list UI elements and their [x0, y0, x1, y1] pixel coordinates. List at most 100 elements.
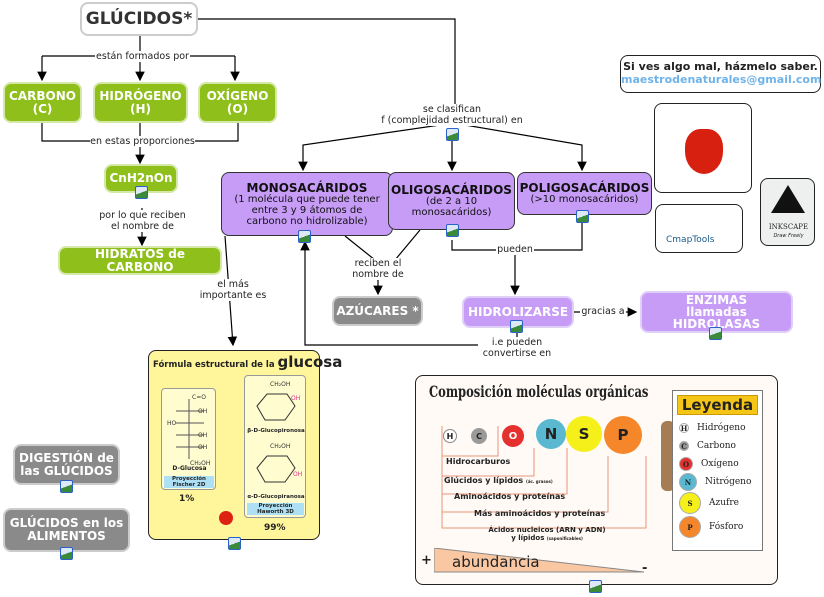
image-attachment-icon[interactable]	[446, 224, 459, 237]
maestro-logo[interactable]	[654, 103, 752, 193]
atom-o-icon: O	[502, 425, 524, 447]
legend-title: Leyenda	[677, 395, 758, 415]
svg-text:OH: OH	[198, 432, 207, 439]
image-attachment-icon[interactable]	[709, 327, 722, 340]
node-symbol: (H)	[129, 101, 151, 116]
image-attachment-icon[interactable]	[576, 210, 589, 223]
atom-p-icon: P	[679, 516, 701, 538]
legend-item: O Oxígeno	[673, 455, 762, 473]
group-aminoacidos: Aminoácidos y proteínas	[454, 492, 566, 501]
legend-label: Hidrógeno	[697, 423, 746, 433]
composition-panel[interactable]: Composición moléculas orgánicas H C O N …	[415, 375, 778, 585]
image-attachment-icon[interactable]	[60, 480, 73, 493]
haworth-label: Proyección Haworth 3D	[247, 503, 304, 515]
fischer-label: Proyección Fischer 2D	[164, 476, 214, 488]
group-label: Ácidos nucleicos (ARN y ADN)	[488, 526, 606, 534]
glucose-title-a: Fórmula estructural de la	[153, 360, 275, 370]
atom-s-icon: S	[566, 416, 602, 452]
grouping-brackets	[441, 426, 647, 529]
group-mas-aminoacidos: Más aminoácidos y proteínas	[474, 509, 606, 518]
node-oxigeno[interactable]: OXÍGENO(O)	[198, 82, 277, 123]
cmaptools-logo[interactable]: CmapTools	[655, 204, 743, 253]
link-label-receive-name-2: reciben el nombre de	[350, 258, 406, 280]
node-title: OLIGOSACÁRIDOS	[391, 183, 512, 197]
image-attachment-icon[interactable]	[60, 547, 73, 560]
node-description: (1 molécula que puede tener entre 3 y 9 …	[234, 193, 380, 227]
paw-logo-icon	[685, 129, 723, 174]
atom-h-icon: H	[443, 429, 457, 443]
link-label-formed-by: están formados por	[95, 51, 190, 62]
image-attachment-icon[interactable]	[510, 320, 523, 333]
fischer-percent: 1%	[179, 494, 195, 504]
node-oligosacaridos[interactable]: OLIGOSACÁRIDOS(de 2 a 10 monosacáridos)	[388, 172, 515, 230]
node-hidrolizarse[interactable]: HIDROLIZARSE	[462, 296, 574, 328]
legend-label: Azufre	[709, 498, 739, 508]
link-label-thanks-to: gracias a	[580, 306, 626, 317]
svg-text:OH: OH	[198, 408, 207, 415]
svg-text:HO: HO	[167, 420, 177, 427]
node-enzimas[interactable]: ENZIMAS llamadas HIDROLASAS	[640, 291, 793, 333]
atom-n-icon: N	[536, 419, 566, 449]
link-label-receive-name: por lo que reciben el nombre de	[95, 210, 190, 232]
cmaptools-label: CmapTools	[666, 235, 715, 245]
node-symbol: (O)	[226, 101, 249, 116]
legend-label: Nitrógeno	[705, 477, 752, 487]
node-azucares[interactable]: AZÚCARES *	[332, 296, 423, 326]
glucose-title: Fórmula estructural de la glucosa	[153, 353, 342, 371]
inkscape-logo[interactable]: INKSCAPE Draw Freely	[760, 178, 815, 246]
abundance-wedge	[434, 548, 645, 573]
atom-h-icon: H	[679, 423, 689, 433]
legend-label: Carbono	[697, 441, 736, 451]
feedback-box[interactable]: Si ves algo mal, házmelo saber. maestrod…	[620, 55, 821, 93]
atom-o-icon: O	[679, 457, 693, 471]
node-digestion[interactable]: DIGESTIÓN de las GLÚCIDOS	[13, 444, 120, 485]
svg-text:CH₂OH: CH₂OH	[270, 381, 290, 388]
node-glucidos-alimentos[interactable]: GLÚCIDOS en los ALIMENTOS	[3, 508, 130, 552]
image-attachment-icon[interactable]	[135, 186, 148, 199]
image-attachment-icon[interactable]	[298, 230, 311, 243]
node-polisacaridos[interactable]: POLIGOSACÁRIDOS(>10 monosacáridos)	[517, 172, 652, 215]
image-attachment-icon[interactable]	[228, 537, 241, 550]
node-description: (>10 monosacáridos)	[530, 194, 639, 205]
link-label-ie: i.e pueden convertirse en	[478, 337, 556, 359]
node-symbol: (C)	[32, 101, 53, 116]
group-hidrocarburos: Hidrocarburos	[446, 457, 511, 466]
beta-glucose-label: β-D-Glucopironosa	[247, 428, 305, 434]
fischer-name: D-Glucosa	[172, 465, 207, 472]
node-title: HIDRÓGENO	[99, 88, 182, 103]
inkscape-mountain-icon	[771, 185, 805, 213]
link-label-can: pueden	[496, 244, 534, 255]
node-description: (de 2 a 10 monosacáridos)	[411, 196, 492, 218]
teacher-figure-icon	[661, 421, 675, 491]
node-hidratos-de-carbono[interactable]: HIDRATOS de CARBONO	[58, 246, 222, 275]
legend-label: Oxígeno	[701, 459, 739, 469]
link-label-line: se clasifican	[422, 104, 482, 115]
feedback-email[interactable]: maestrodenaturales@gmail.com	[621, 73, 822, 86]
legend-label: Fósforo	[709, 522, 744, 532]
svg-text:C=O: C=O	[192, 394, 206, 401]
haworth-percent: 99%	[264, 523, 286, 533]
node-hidrogeno[interactable]: HIDRÓGENO(H)	[93, 82, 188, 123]
atom-c-icon: C	[471, 428, 487, 444]
image-attachment-icon[interactable]	[589, 580, 602, 593]
abundance-plus: +	[421, 553, 432, 568]
node-monosacaridos[interactable]: MONOSACÁRIDOS(1 molécula que puede tener…	[221, 172, 393, 236]
svg-text:OH: OH	[291, 395, 300, 402]
glucose-structure-panel[interactable]: Fórmula estructural de la glucosa C=O OH H…	[148, 350, 342, 540]
node-title: POLIGOSACÁRIDOS	[519, 181, 650, 195]
node-carbono[interactable]: CARBONO(C)	[3, 82, 82, 123]
glucose-title-b: glucosa	[277, 353, 343, 371]
glucidos-root-node[interactable]: GLÚCIDOS*	[80, 2, 198, 36]
node-title: CARBONO	[9, 88, 76, 103]
svg-text:OH: OH	[293, 471, 302, 478]
legend-item: P Fósforo	[673, 515, 762, 539]
composition-title: Composición moléculas orgánicas	[429, 382, 649, 401]
image-attachment-icon[interactable]	[446, 128, 459, 141]
group-note: (saponificables)	[546, 536, 583, 541]
